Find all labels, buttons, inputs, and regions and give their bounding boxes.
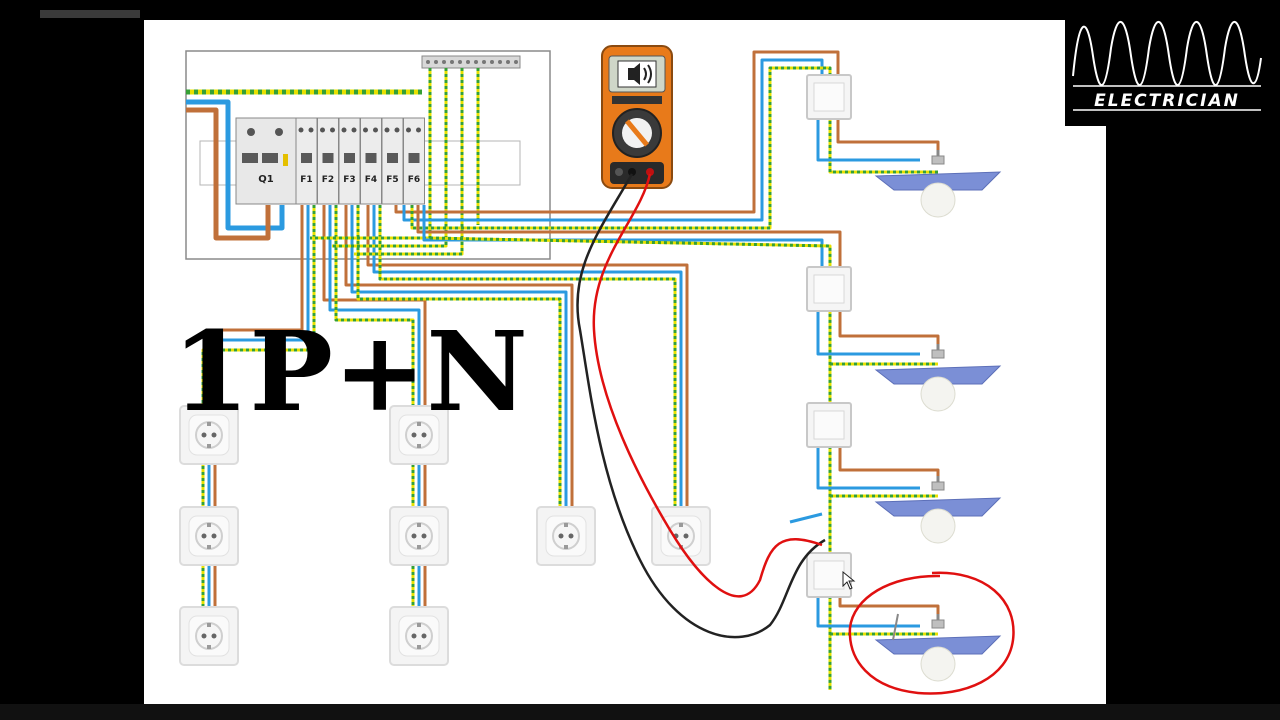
mcb-breaker: F6 bbox=[403, 117, 425, 205]
diagram-title: 1P+N bbox=[172, 307, 528, 436]
light-switch bbox=[806, 74, 852, 120]
mcb-breaker: F3 bbox=[338, 117, 361, 205]
player-top-bar bbox=[40, 10, 140, 18]
red-probe-lead bbox=[592, 173, 823, 598]
sine-wave-logo-mark: ELECTRICIAN bbox=[1072, 21, 1262, 111]
light-switch bbox=[806, 266, 852, 312]
socket bbox=[389, 606, 449, 666]
socket bbox=[179, 606, 239, 666]
multimeter bbox=[601, 45, 673, 189]
mcb-label: F3 bbox=[343, 175, 355, 185]
mcb-row: F1 F2 F3 F4 F5 F6 bbox=[295, 117, 425, 205]
mcb-label: F4 bbox=[365, 175, 377, 185]
black-probe-lead bbox=[576, 173, 826, 639]
mouse-cursor bbox=[842, 570, 856, 590]
mcb-breaker: F5 bbox=[381, 117, 404, 205]
socket bbox=[536, 506, 596, 566]
ceiling-lamp bbox=[874, 612, 1002, 683]
lamp-bulb-indicator bbox=[892, 613, 899, 641]
mcb-label: F2 bbox=[322, 175, 334, 185]
mcb-breaker: F4 bbox=[360, 117, 382, 205]
earth-busbar bbox=[421, 55, 521, 69]
socket bbox=[389, 506, 449, 566]
mcb-breaker: F1 bbox=[295, 117, 318, 205]
logo-subtitle: ELECTRICIAN bbox=[1094, 91, 1240, 111]
mcb-label: F6 bbox=[408, 175, 420, 185]
player-bottom-bar bbox=[0, 704, 1280, 720]
channel-logo: ELECTRICIAN bbox=[1065, 18, 1280, 126]
ceiling-lamp bbox=[874, 474, 1002, 545]
mcb-label: F5 bbox=[386, 175, 398, 185]
socket bbox=[179, 506, 239, 566]
main-breaker-label: Q1 bbox=[258, 174, 274, 185]
light-switch bbox=[806, 402, 852, 448]
mcb-label: F1 bbox=[300, 175, 312, 185]
highlight-circle bbox=[848, 571, 1015, 695]
mcb-breaker: F2 bbox=[317, 117, 339, 205]
